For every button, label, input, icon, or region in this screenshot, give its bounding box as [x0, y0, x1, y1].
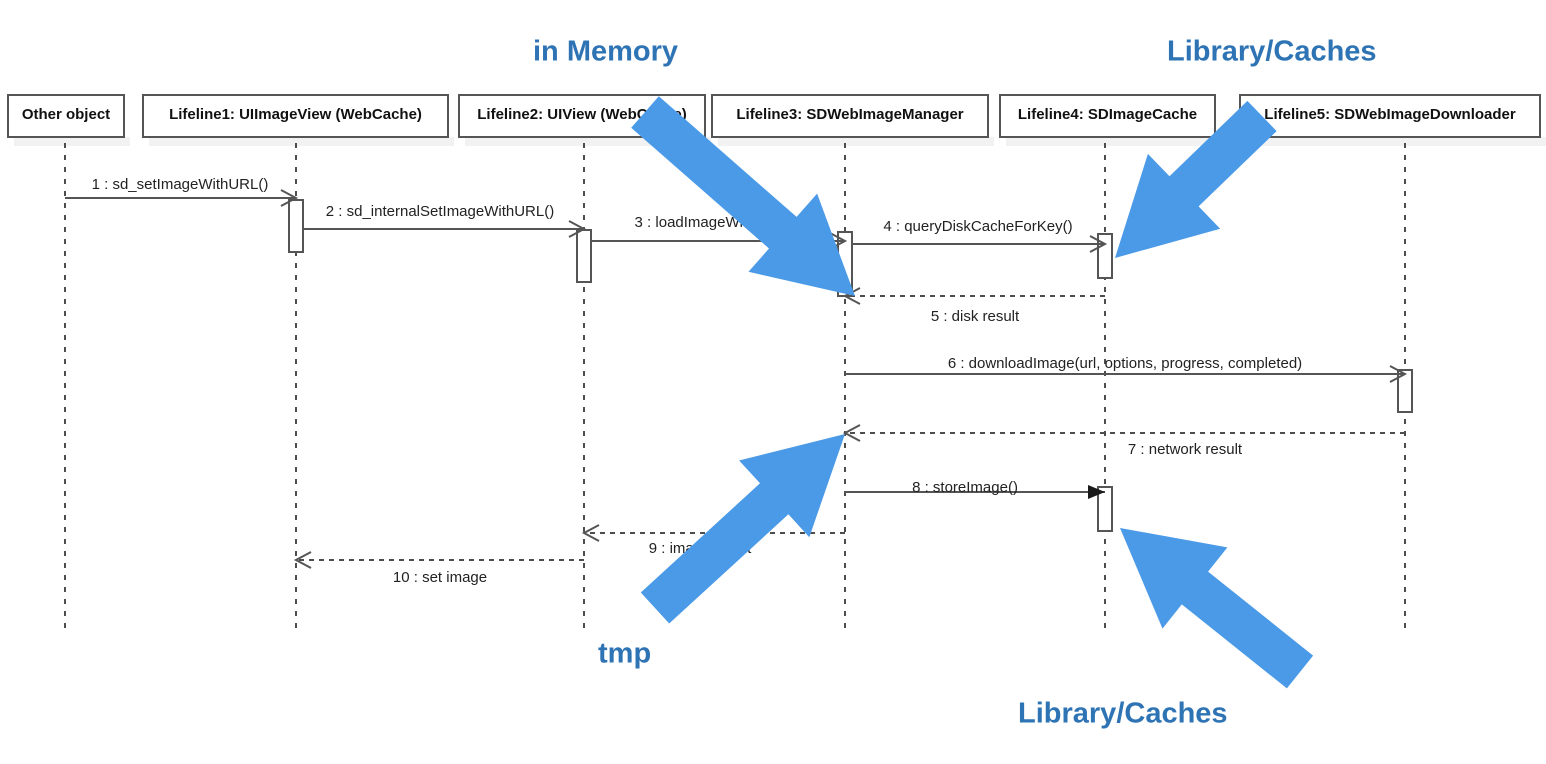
activation-bar-lifeline4-5 — [1097, 486, 1113, 532]
lifeline-header-label-lifeline5: Lifeline5: SDWebImageDownloader — [1264, 106, 1516, 123]
annotation-label-library-caches-2: Library/Caches — [1018, 698, 1228, 730]
lifeline-header-lifeline5[interactable] — [1239, 94, 1541, 138]
annotation-label-library-caches-1: Library/Caches — [1167, 36, 1377, 68]
message-label-5: 5 : disk result — [931, 308, 1020, 325]
lifeline-header-lifeline3[interactable] — [711, 94, 989, 138]
message-arrowhead-6 — [1389, 365, 1408, 383]
arrow-library-caches-1-icon — [1115, 100, 1277, 259]
message-arrowhead-4 — [1089, 235, 1108, 253]
message-arrowhead-10 — [293, 551, 312, 569]
lifeline-header-shadow-lifeline4 — [1006, 137, 1221, 146]
message-label-10: 10 : set image — [393, 569, 487, 586]
lifeline-header-label-lifeline4: Lifeline4: SDImageCache — [1018, 106, 1197, 123]
message-arrowhead-8 — [1088, 485, 1105, 499]
lifeline-header-label-lifeline3: Lifeline3: SDWebImageManager — [736, 106, 963, 123]
lifeline-header-lifeline1[interactable] — [142, 94, 449, 138]
arrow-library-caches-2-icon — [1120, 528, 1314, 689]
activation-bar-lifeline5-4 — [1397, 369, 1413, 413]
arrow-tmp-icon — [640, 434, 845, 624]
message-arrowhead-9 — [581, 524, 600, 542]
message-arrowhead-5 — [842, 287, 861, 305]
annotation-label-tmp: tmp — [598, 638, 651, 670]
message-label-4: 4 : queryDiskCacheForKey() — [883, 218, 1072, 235]
message-arrowhead-1 — [280, 189, 299, 207]
lifeline-header-label-lifeline1: Lifeline1: UIImageView (WebCache) — [169, 106, 422, 123]
lifeline-header-shadow-lifeline3 — [718, 137, 994, 146]
lifeline-header-labels: Other object Lifeline1: UIImageView (WebC… — [22, 106, 1516, 123]
lifeline-header-other[interactable] — [7, 94, 125, 138]
lifeline-header-lifeline4[interactable] — [999, 94, 1216, 138]
message-arrowhead-7 — [842, 424, 861, 442]
activation-bar-lifeline1-0 — [288, 199, 304, 253]
lifeline-header-shadow-other — [14, 137, 130, 146]
message-label-2: 2 : sd_internalSetImageWithURL() — [326, 203, 554, 220]
message-label-6: 6 : downloadImage(url, options, progress… — [948, 355, 1302, 372]
lifeline-header-shadows — [14, 137, 1546, 146]
annotation-pointer-arrows — [631, 96, 1314, 689]
message-label-1: 1 : sd_setImageWithURL() — [92, 176, 269, 193]
annotation-label-in-memory: in Memory — [533, 36, 678, 68]
activation-bar-lifeline2-1 — [576, 229, 592, 283]
message-label-7: 7 : network result — [1128, 441, 1243, 458]
message-arrowhead-2 — [568, 220, 587, 238]
arrow-in-memory-icon — [631, 96, 855, 296]
message-labels: 1 : sd_setImageWithURL() 2 : sd_internalS… — [92, 176, 1303, 586]
lifeline-header-shadow-lifeline2 — [465, 137, 711, 146]
message-label-8: 8 : storeImage() — [912, 479, 1018, 496]
lifeline-header-label-lifeline2: Lifeline2: UIView (WebCache) — [477, 106, 687, 123]
lifeline-header-shadow-lifeline1 — [149, 137, 454, 146]
lifeline-header-shadow-lifeline5 — [1246, 137, 1546, 146]
lifeline-header-label-other: Other object — [22, 106, 110, 123]
